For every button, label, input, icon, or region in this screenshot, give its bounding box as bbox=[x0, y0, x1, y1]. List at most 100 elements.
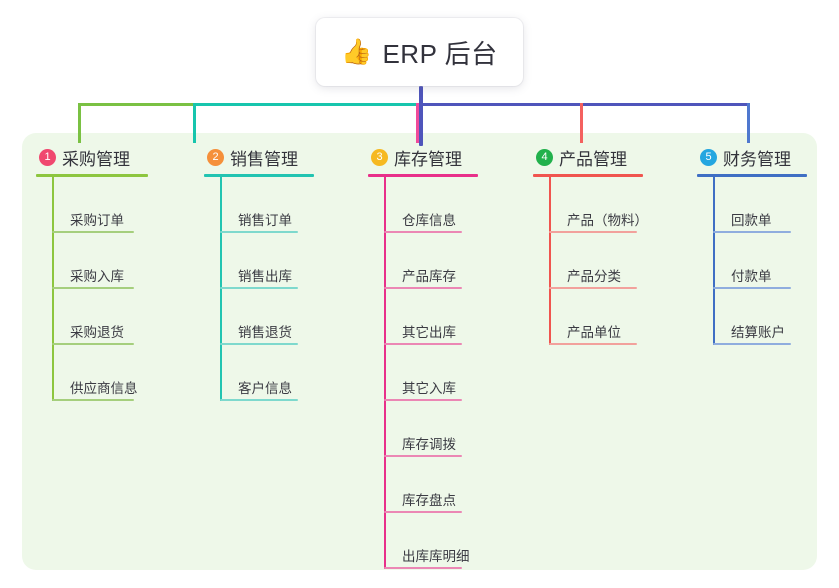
column-header-rule bbox=[697, 174, 807, 177]
list-item-rule bbox=[384, 567, 462, 569]
column-header-finance[interactable]: 5 财务管理 bbox=[697, 146, 807, 169]
thumbs-up-icon: 👍 bbox=[341, 37, 373, 66]
column-title: 库存管理 bbox=[394, 150, 462, 169]
root-node[interactable]: 👍 ERP 后台 bbox=[316, 18, 523, 86]
column-items-purchase: 采购订单采购入库采购退货供应商信息 bbox=[36, 177, 148, 401]
list-item-label: 其它入库 bbox=[402, 381, 456, 396]
list-item[interactable]: 库存盘点 bbox=[368, 457, 478, 513]
list-item-label: 销售出库 bbox=[238, 269, 292, 284]
list-item[interactable]: 回款单 bbox=[697, 177, 807, 233]
column-header-inventory[interactable]: 3 库存管理 bbox=[368, 146, 478, 169]
list-item[interactable]: 产品库存 bbox=[368, 233, 478, 289]
column-items-inventory: 仓库信息产品库存其它出库其它入库库存调拨库存盘点出库库明细 bbox=[368, 177, 478, 569]
list-item[interactable]: 采购入库 bbox=[36, 233, 148, 289]
column-title: 产品管理 bbox=[559, 150, 627, 169]
column-title: 采购管理 bbox=[62, 150, 130, 169]
list-item-label: 仓库信息 bbox=[402, 213, 456, 228]
list-item-rule bbox=[549, 231, 637, 233]
column-trunk-line bbox=[52, 177, 54, 401]
column-finance: 5 财务管理回款单付款单结算账户 bbox=[697, 146, 807, 345]
list-item[interactable]: 其它入库 bbox=[368, 345, 478, 401]
drop-col-3 bbox=[416, 103, 419, 143]
list-item-label: 其它出库 bbox=[402, 325, 456, 340]
column-inventory: 3 库存管理仓库信息产品库存其它出库其它入库库存调拨库存盘点出库库明细 bbox=[368, 146, 478, 569]
list-item-label: 产品单位 bbox=[567, 325, 621, 340]
drop-col-5 bbox=[747, 103, 750, 143]
list-item[interactable]: 客户信息 bbox=[204, 345, 314, 401]
column-number-badge: 2 bbox=[207, 149, 224, 166]
list-item-label: 付款单 bbox=[731, 269, 772, 284]
list-item-rule bbox=[52, 231, 134, 233]
list-item-rule bbox=[549, 343, 637, 345]
column-header-rule bbox=[533, 174, 643, 177]
column-number-badge: 3 bbox=[371, 149, 388, 166]
list-item-label: 供应商信息 bbox=[70, 381, 138, 396]
list-item[interactable]: 销售订单 bbox=[204, 177, 314, 233]
list-item-label: 采购入库 bbox=[70, 269, 124, 284]
list-item-label: 回款单 bbox=[731, 213, 772, 228]
column-items-finance: 回款单付款单结算账户 bbox=[697, 177, 807, 345]
list-item[interactable]: 供应商信息 bbox=[36, 345, 148, 401]
list-item-rule bbox=[384, 399, 462, 401]
list-item-rule bbox=[52, 287, 134, 289]
column-header-rule bbox=[204, 174, 314, 177]
list-item-rule bbox=[549, 287, 637, 289]
list-item-label: 销售订单 bbox=[238, 213, 292, 228]
list-item[interactable]: 仓库信息 bbox=[368, 177, 478, 233]
list-item[interactable]: 结算账户 bbox=[697, 289, 807, 345]
list-item[interactable]: 付款单 bbox=[697, 233, 807, 289]
list-item-rule bbox=[384, 343, 462, 345]
segment-green bbox=[78, 103, 193, 106]
list-item-label: 采购订单 bbox=[70, 213, 124, 228]
list-item-rule bbox=[384, 511, 462, 513]
list-item-rule bbox=[713, 343, 791, 345]
column-trunk-line bbox=[713, 177, 715, 345]
segment-teal bbox=[193, 103, 416, 106]
list-item[interactable]: 产品分类 bbox=[533, 233, 643, 289]
list-item[interactable]: 产品（物料） bbox=[533, 177, 648, 233]
list-item-rule bbox=[384, 287, 462, 289]
drop-col-2 bbox=[193, 103, 196, 143]
list-item-rule bbox=[713, 287, 791, 289]
list-item-label: 产品库存 bbox=[402, 269, 456, 284]
column-sales: 2 销售管理销售订单销售出库销售退货客户信息 bbox=[204, 146, 314, 401]
diagram-panel bbox=[22, 133, 817, 570]
list-item-label: 结算账户 bbox=[731, 325, 785, 340]
list-item[interactable]: 采购订单 bbox=[36, 177, 148, 233]
column-header-rule bbox=[368, 174, 478, 177]
list-item-label: 客户信息 bbox=[238, 381, 292, 396]
column-items-sales: 销售订单销售出库销售退货客户信息 bbox=[204, 177, 314, 401]
list-item-label: 库存盘点 bbox=[402, 493, 456, 508]
list-item[interactable]: 库存调拨 bbox=[368, 401, 478, 457]
list-item-rule bbox=[52, 399, 134, 401]
list-item[interactable]: 采购退货 bbox=[36, 289, 148, 345]
list-item[interactable]: 销售退货 bbox=[204, 289, 314, 345]
list-item-label: 产品分类 bbox=[567, 269, 621, 284]
column-header-rule bbox=[36, 174, 148, 177]
list-item-label: 销售退货 bbox=[238, 325, 292, 340]
root-title: ERP 后台 bbox=[382, 38, 498, 69]
column-number-badge: 5 bbox=[700, 149, 717, 166]
list-item-label: 库存调拨 bbox=[402, 437, 456, 452]
column-title: 销售管理 bbox=[230, 150, 298, 169]
list-item[interactable]: 产品单位 bbox=[533, 289, 643, 345]
list-item-rule bbox=[220, 231, 298, 233]
segment-violet bbox=[416, 103, 750, 106]
column-header-sales[interactable]: 2 销售管理 bbox=[204, 146, 314, 169]
list-item-rule bbox=[220, 287, 298, 289]
list-item-rule bbox=[713, 231, 791, 233]
list-item-rule bbox=[384, 231, 462, 233]
list-item[interactable]: 其它出库 bbox=[368, 289, 478, 345]
column-trunk-line bbox=[384, 177, 386, 569]
list-item-rule bbox=[384, 455, 462, 457]
list-item[interactable]: 出库库明细 bbox=[368, 513, 478, 569]
list-item[interactable]: 销售出库 bbox=[204, 233, 314, 289]
column-items-product: 产品（物料） 产品分类产品单位 bbox=[533, 177, 648, 345]
list-item-label: 采购退货 bbox=[70, 325, 124, 340]
column-title: 财务管理 bbox=[723, 150, 791, 169]
